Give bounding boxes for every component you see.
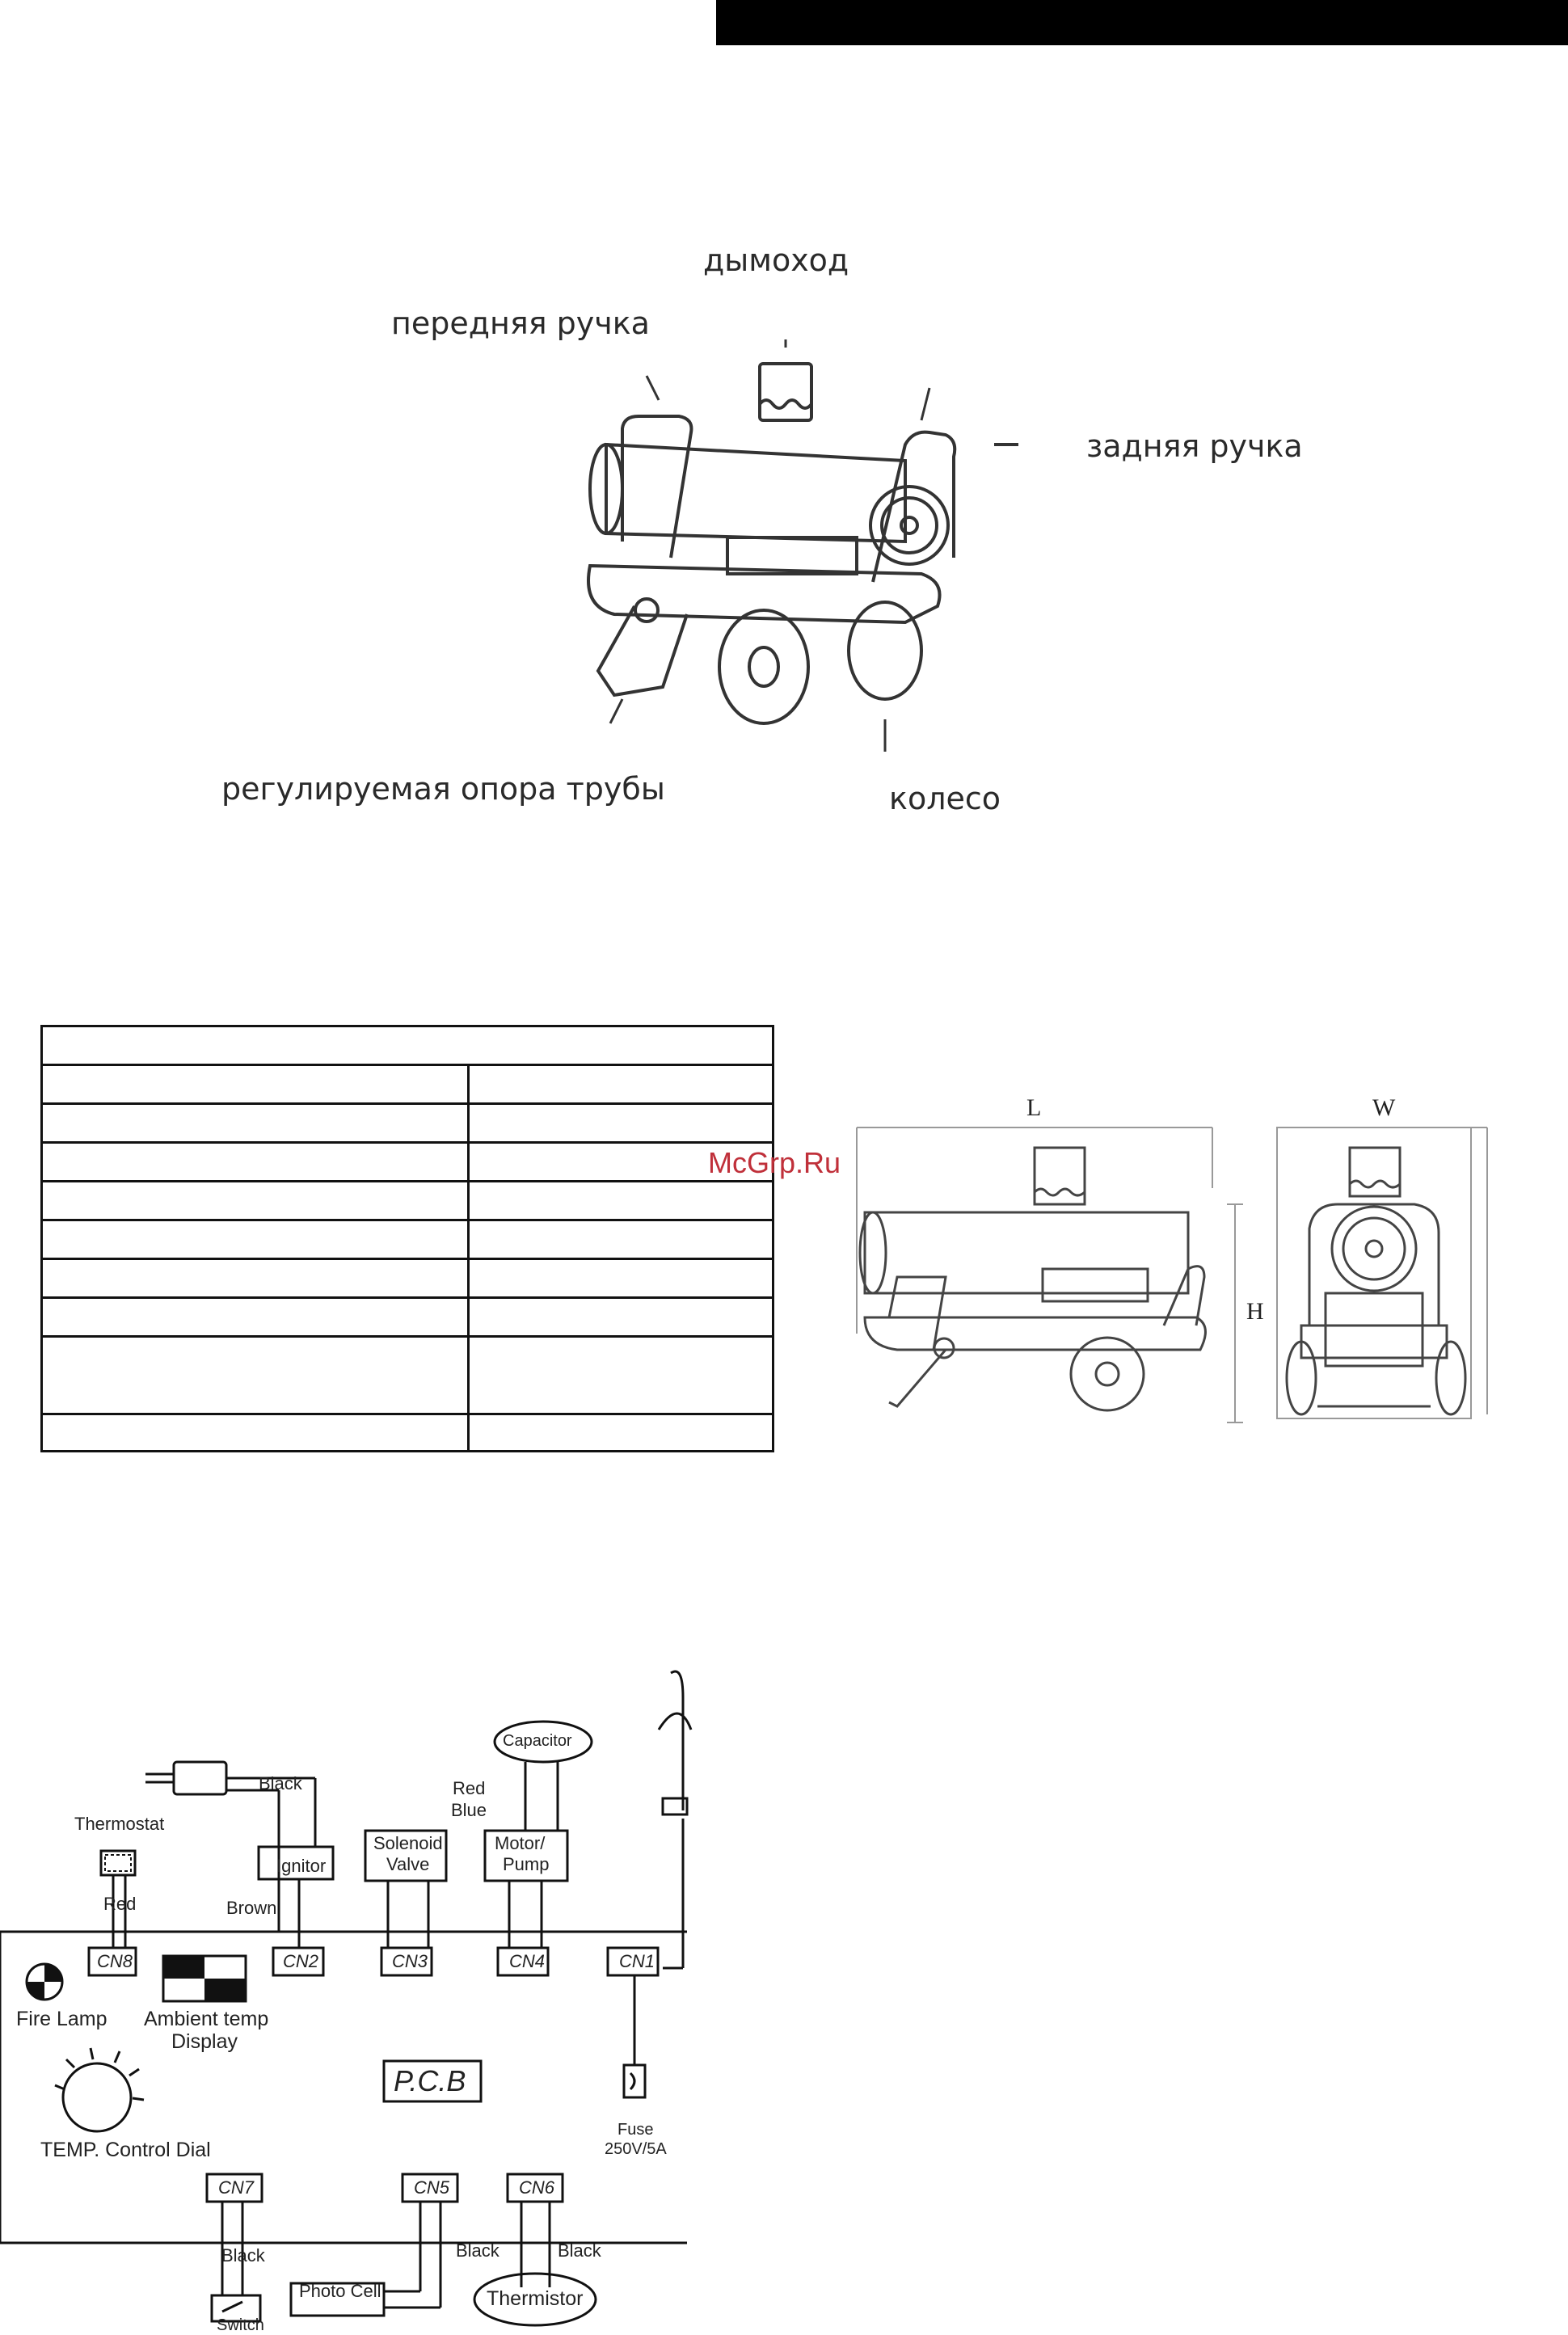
- spec-cell: [467, 1102, 774, 1144]
- label-chimney: дымоход: [703, 242, 849, 278]
- fire-lamp-label: Fire Lamp: [16, 2008, 107, 2030]
- wire-label-brown: Brown: [226, 1898, 277, 1918]
- spec-cell: [40, 1335, 470, 1415]
- spec-cell: [467, 1219, 774, 1260]
- label-rear-handle: задняя ручка: [1086, 428, 1303, 464]
- spec-cell: [40, 1413, 470, 1452]
- connector-cn1: CN1: [619, 1951, 655, 1971]
- heater-illustration: [587, 339, 1018, 752]
- spec-cell: [467, 1296, 774, 1338]
- fuse-label-1: Fuse: [618, 2121, 654, 2139]
- connector-cn6: CN6: [519, 2177, 555, 2198]
- motor-label-2: Pump: [503, 1854, 550, 1874]
- connector-cn8: CN8: [97, 1951, 133, 1971]
- capacitor-label: Capacitor: [503, 1732, 572, 1750]
- wire-label-red: Red: [103, 1894, 137, 1914]
- photo-cell-label: Photo Cell: [299, 2281, 381, 2301]
- spec-cell: [40, 1064, 470, 1105]
- watermark: McGrp.Ru: [708, 1146, 841, 1179]
- dim-width-label: W: [1372, 1094, 1396, 1121]
- connector-cn5: CN5: [414, 2177, 450, 2198]
- solenoid-label-2: Valve: [386, 1854, 430, 1874]
- temp-dial-label: TEMP. Control Dial: [40, 2139, 211, 2161]
- switch-label: Switch: [217, 2316, 264, 2334]
- spec-table-header: [40, 1025, 774, 1066]
- connector-cn3: CN3: [392, 1951, 428, 1971]
- ambient-label-1: Ambient temp: [144, 2008, 269, 2030]
- dim-length-label: L: [1026, 1094, 1041, 1121]
- dimension-drawing: L W H: [856, 1094, 1488, 1423]
- thermostat-label: Thermostat: [74, 1814, 165, 1834]
- header-bar: [716, 0, 1568, 45]
- wire-label-black-cn6: Black: [558, 2240, 601, 2261]
- spec-cell: [467, 1335, 774, 1415]
- fuse-label-2: 250V/5A: [605, 2140, 667, 2158]
- label-pipe-support: регулируемая опора трубы: [221, 771, 665, 807]
- label-front-handle: передняя ручка: [391, 306, 650, 341]
- connector-cn7: CN7: [218, 2177, 255, 2198]
- spec-cell: [40, 1296, 470, 1338]
- wire-label-blue: Blue: [451, 1800, 487, 1820]
- wire-label-red-2: Red: [453, 1778, 486, 1798]
- dim-height-label: H: [1246, 1298, 1264, 1325]
- spec-cell: [40, 1219, 470, 1260]
- connector-cn4: CN4: [509, 1951, 546, 1971]
- ignitor-label: Ignitor: [276, 1856, 327, 1876]
- wiring-diagram: [0, 1670, 693, 2327]
- wire-label-black-top: Black: [259, 1773, 302, 1793]
- spec-cell: [40, 1258, 470, 1299]
- spec-cell: [467, 1141, 774, 1182]
- spec-cell: [467, 1413, 774, 1452]
- spec-cell: [40, 1141, 470, 1182]
- spec-table: [40, 1025, 774, 1452]
- wire-label-black-cn7: Black: [221, 2245, 265, 2265]
- solenoid-label-1: Solenoid: [373, 1833, 443, 1853]
- spec-cell: [467, 1180, 774, 1221]
- spec-cell: [40, 1102, 470, 1144]
- pcb-label: P.C.B: [394, 2064, 466, 2097]
- thermistor-label: Thermistor: [487, 2287, 584, 2310]
- motor-label-1: Motor/: [495, 1833, 546, 1853]
- ambient-label-2: Display: [171, 2030, 238, 2053]
- wire-label-black-cn5: Black: [456, 2240, 499, 2261]
- connector-cn2: CN2: [283, 1951, 319, 1971]
- label-wheel: колесо: [889, 781, 1001, 816]
- spec-cell: [467, 1258, 774, 1299]
- spec-cell: [40, 1180, 470, 1221]
- spec-cell: [467, 1064, 774, 1105]
